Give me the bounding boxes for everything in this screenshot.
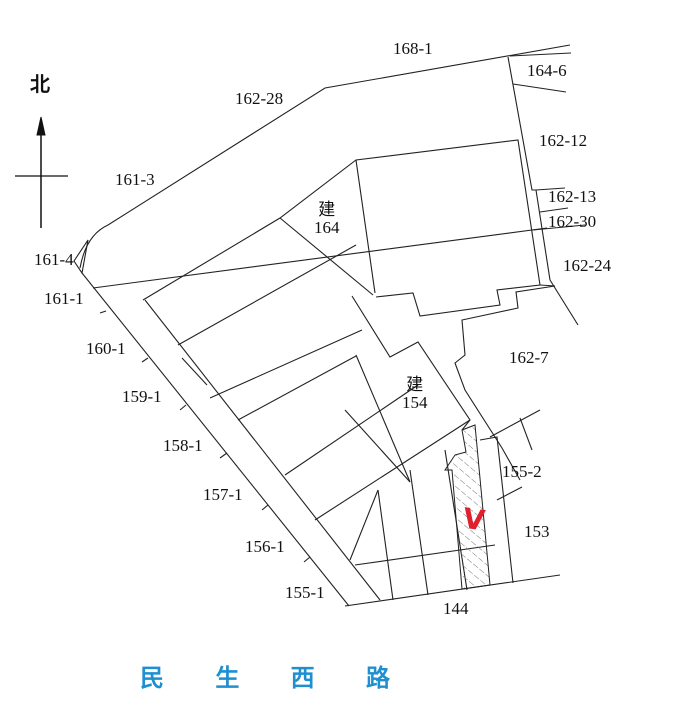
- building-number: 164: [314, 217, 340, 237]
- parcel-label: 168-1: [393, 39, 433, 58]
- building-154: 建 154: [402, 376, 428, 412]
- parcel-label: 161-3: [115, 170, 155, 189]
- parcel-label: 162-24: [563, 256, 612, 275]
- parcel-label: 144: [443, 599, 469, 618]
- north-arrow-icon: [15, 116, 68, 228]
- street-char: 西: [290, 664, 315, 692]
- building-char: 建: [318, 200, 336, 219]
- parcel-label: 162-30: [548, 212, 597, 231]
- parcel-label: 155-2: [502, 462, 542, 481]
- parcel-label: 161-4: [34, 250, 74, 269]
- building-char: 建: [406, 375, 424, 394]
- parcel-label: 161-1: [44, 289, 84, 308]
- parcel-label: 153: [524, 522, 550, 541]
- parcel-label: 156-1: [245, 537, 285, 556]
- street-name: 民 生 西 路: [140, 658, 390, 693]
- target-parcel-hatch[interactable]: [444, 424, 491, 590]
- street-char: 民: [140, 664, 164, 692]
- parcel-label: 155-1: [285, 583, 325, 602]
- check-mark-icon: V: [460, 501, 487, 538]
- street-char: 路: [365, 664, 390, 692]
- building-number: 154: [402, 392, 428, 412]
- parcel-label: 162-28: [235, 89, 284, 108]
- street-char: 生: [215, 664, 240, 692]
- parcel-label: 164-6: [527, 61, 567, 80]
- parcel-label: 162-13: [548, 187, 597, 206]
- parcel-boundaries: [73, 44, 586, 607]
- parcel-label: 162-12: [539, 131, 588, 150]
- north-label: 北: [30, 72, 50, 96]
- building-164: 建 164: [314, 201, 340, 237]
- parcel-label: 162-7: [509, 348, 549, 367]
- parcel-label: 160-1: [86, 339, 126, 358]
- parcel-label: 157-1: [203, 485, 243, 504]
- parcel-label: 159-1: [122, 387, 162, 406]
- parcel-label: 158-1: [163, 436, 203, 455]
